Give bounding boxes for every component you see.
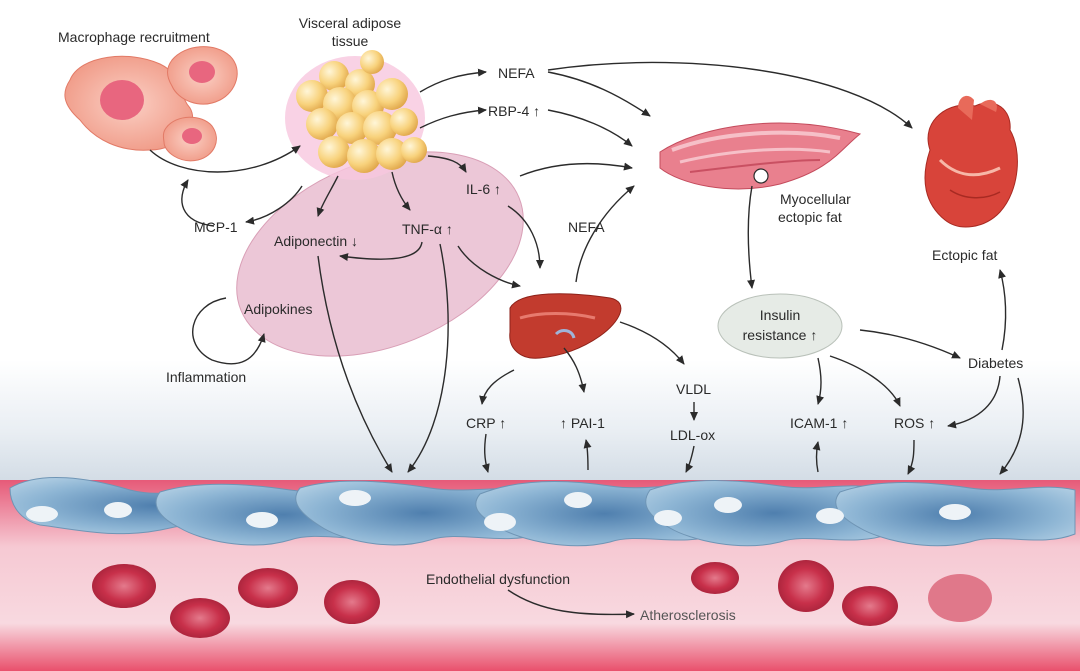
myocellular-label-1: Myocellular (780, 191, 851, 207)
macrophage-cells (64, 46, 238, 162)
crp-label: CRP ↑ (466, 415, 506, 431)
myocellular-label-2: ectopic fat (778, 209, 842, 225)
diabetes-label: Diabetes (968, 355, 1023, 371)
pai1-label: ↑ PAI-1 (560, 415, 605, 431)
icam1-label: ICAM-1 ↑ (790, 415, 848, 431)
inflammation-label: Inflammation (166, 369, 246, 385)
pathway-arrows (149, 61, 1024, 619)
nefa-mid-label: NEFA (568, 219, 605, 235)
red-blood-cells (92, 560, 992, 638)
heart-organ (924, 95, 1018, 228)
ldl-ox-label: LDL-ox (670, 427, 715, 443)
endothelial-layer (9, 476, 1076, 547)
macrophage-recruitment-label: Macrophage recruitment (58, 29, 210, 45)
vldl-label: VLDL (676, 381, 711, 397)
muscle-fiber (659, 122, 862, 190)
endothelial-dysfunction-label: Endothelial dysfunction (426, 571, 570, 587)
insulin-resistance-node (717, 293, 843, 359)
adiponectin-label: Adiponectin ↓ (274, 233, 358, 249)
ros-label: ROS ↑ (894, 415, 935, 431)
mcp1-label: MCP-1 (194, 219, 238, 235)
adipokines-label: Adipokines (244, 301, 313, 317)
vessel-wall-background (0, 360, 1080, 490)
il6-label: IL-6 ↑ (466, 181, 501, 197)
tnf-label: TNF-α ↑ (402, 221, 453, 237)
visceral-adipose-label-1: Visceral adipose (299, 15, 402, 31)
rbp4-label: RBP-4 ↑ (488, 103, 540, 119)
adipose-tissue-cluster (285, 50, 427, 180)
liver-organ (509, 293, 622, 359)
insulin-resistance-label-2: resistance ↑ (743, 327, 818, 343)
nefa-top-label: NEFA (498, 65, 535, 81)
atherosclerosis-label: Atherosclerosis (640, 607, 736, 623)
ectopic-fat-label: Ectopic fat (932, 247, 997, 263)
visceral-adipose-label-2: tissue (332, 33, 369, 49)
insulin-resistance-label-1: Insulin (760, 307, 800, 323)
